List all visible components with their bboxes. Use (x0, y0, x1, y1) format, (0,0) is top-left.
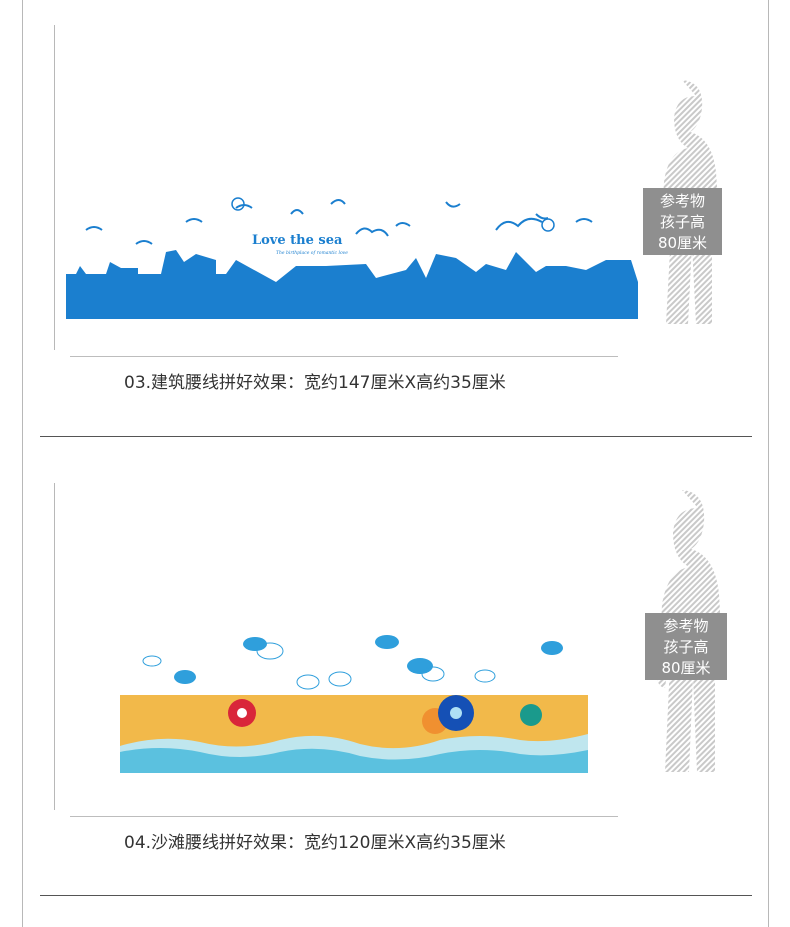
section-caption: 04.沙滩腰线拼好效果：宽约120厘米X高约35厘米 (124, 833, 506, 853)
reference-label-line: 参考物 (663, 617, 709, 635)
reference-label-line: 参考物 (659, 192, 705, 210)
banner-title: Love the sea (252, 233, 343, 248)
section-divider-vertical (54, 25, 55, 350)
reference-label-line: 80厘米 (657, 234, 708, 252)
section-caption: 03.建筑腰线拼好效果：宽约147厘米X高约35厘米 (124, 373, 506, 393)
caption-divider (70, 816, 618, 817)
reference-label-line: 孩子高 (663, 638, 709, 656)
banner-subtitle: The birthplace of romantic love (276, 250, 348, 256)
caption-divider (70, 356, 618, 357)
page-border-left (22, 0, 23, 927)
section-divider-vertical (54, 483, 55, 810)
reference-label-line: 80厘米 (661, 659, 711, 677)
reference-label: 参考物 孩子高 80厘米 (643, 188, 722, 255)
page-border-right (768, 0, 769, 927)
reference-label-line: 孩子高 (659, 213, 705, 231)
beach-wall-sticker (120, 635, 588, 773)
section-separator (40, 436, 752, 437)
section-separator (40, 895, 752, 896)
reference-label: 参考物 孩子高 80厘米 (645, 613, 727, 680)
sea-skyline-wall-sticker: Love the sea The birthplace of romantic … (66, 197, 638, 319)
